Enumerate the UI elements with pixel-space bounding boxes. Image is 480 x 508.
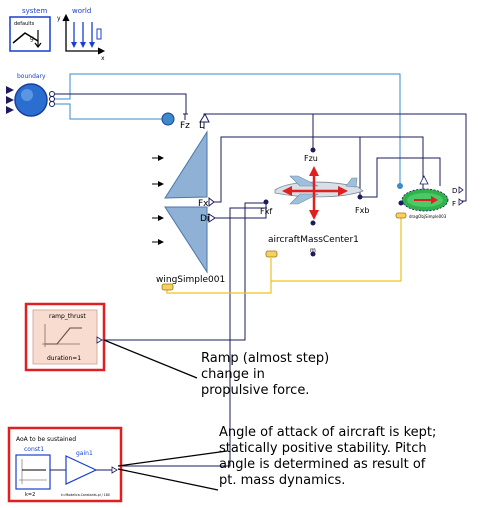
boundary-block[interactable]: boundary [6,73,55,117]
mass-port-fxf: Fxf [260,207,272,216]
wing-port-l: L [199,121,204,131]
aoa-callout-line-1 [117,450,228,467]
gravity-label: g [30,35,34,42]
const-param: k=2 [25,492,35,498]
aoa-highlight-box [7,426,123,503]
mass-port-m: m [310,247,316,254]
ramp-callout-line [103,339,198,379]
boundary-title: boundary [17,73,46,80]
ramp-annotation: Ramp (almost step) change in propulsive … [201,351,330,398]
gain-name: gain1 [76,450,93,457]
drag-frame-connector[interactable] [395,212,407,219]
wing-port-fz: Fz [180,121,190,131]
world-title: world [72,7,91,15]
world-axis-y: y [57,15,61,22]
system-title: system [22,7,47,15]
svg-text:F: F [452,200,456,208]
mass-port-fzu: Fzu [304,154,318,163]
aoa-callout-line-2 [117,468,219,491]
ramp-name: ramp_thrust [49,313,86,320]
connection-wires [55,73,467,467]
wing-frame-connector[interactable] [161,283,174,291]
wing-port-fx: Fx [198,199,209,209]
force-arrows [290,174,340,212]
const-name: const1 [24,446,44,453]
boundary-input-arrow [6,106,14,114]
gain-param: k=Modelica.Constants.pi / 180 [61,493,110,497]
drag-object-block[interactable]: D F dragObjSimple003 [395,175,464,219]
wing-name: wingSimple001 [156,275,225,285]
mass-frame-connector[interactable] [265,250,278,258]
aoa-block[interactable]: AoA to be sustained const1 k=2 gain1 k=M… [7,426,123,503]
system-block[interactable]: system defaults g [9,7,51,52]
svg-text:D: D [452,187,457,195]
wing-simple-block[interactable]: Fz L Fx Di wingSimple001 [152,112,225,291]
aoa-annotation: Angle of attack of aircraft is kept; sta… [219,425,437,488]
aircraft-mass-center-block[interactable]: Fzu Fxf Fxb aircraftMassCenter1 m [260,147,369,258]
drag-name: dragObjSimple003 [409,214,447,219]
boundary-input-arrow [6,86,14,94]
world-block[interactable]: world y x [57,7,106,62]
ramp-highlight-box [24,302,106,372]
boundary-input-arrow [6,96,14,104]
system-defaults-label: defaults [14,21,35,27]
aoa-title: AoA to be sustained [16,436,76,443]
ramp-duration: duration=1 [47,355,81,362]
world-axis-x: x [101,55,105,62]
wing-port-di: Di [200,214,209,224]
mass-port-fxb: Fxb [355,206,369,215]
mass-name: aircraftMassCenter1 [268,235,359,245]
ramp-thrust-block[interactable]: ramp_thrust duration=1 [24,302,106,372]
wing-fluid-port[interactable] [161,112,175,126]
